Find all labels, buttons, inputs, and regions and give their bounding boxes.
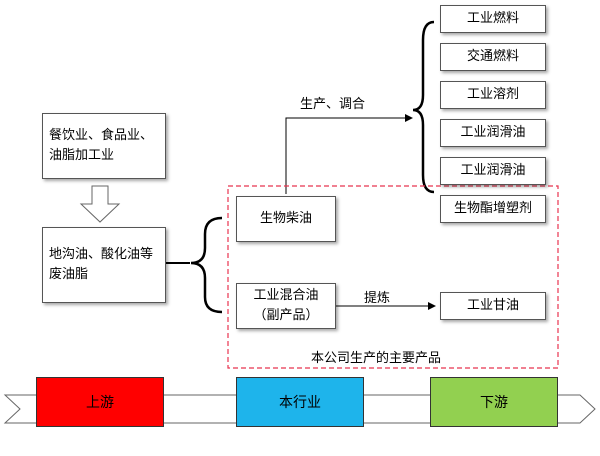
stage-this-industry-label: 本行业 (279, 395, 321, 411)
main-products-region (227, 185, 559, 369)
main-products-caption: 本公司生产的主要产品 (311, 351, 442, 366)
output-industrial-solvent-box: 工业溶剂 (440, 81, 546, 109)
waste-oil-label: 地沟油、酸化油等废油脂 (49, 247, 154, 282)
mixed-oil-box: 工业混合油 （副产品） (236, 283, 336, 329)
output-glycerin-label: 工业甘油 (466, 298, 519, 313)
output-plasticizer-box: 生物酯增塑剂 (440, 195, 546, 223)
output-lubricant-box: 工业润滑油 (440, 119, 546, 147)
mixed-oil-byproduct-label: （副产品） (253, 308, 319, 323)
output-industrial-fuel-box: 工业燃料 (440, 5, 546, 33)
output-lubricant-label: 工业润滑油 (460, 125, 526, 140)
outputs-brace (412, 20, 435, 194)
down-arrow-icon (79, 185, 121, 223)
stage-downstream: 下游 (430, 377, 558, 427)
output-transport-fuel-label: 交通燃料 (466, 49, 519, 64)
refine-label: 提炼 (364, 291, 391, 306)
biodiesel-label: 生物柴油 (259, 211, 312, 226)
products-brace (190, 216, 223, 314)
mixed-oil-label: 工业混合油 (253, 288, 319, 303)
output-lubricant-2-box: 工业润滑油 (440, 157, 546, 185)
output-transport-fuel-box: 交通燃料 (440, 43, 546, 71)
stage-upstream: 上游 (36, 377, 164, 427)
output-glycerin-box: 工业甘油 (440, 292, 546, 320)
produce-blend-arrow (285, 114, 413, 194)
output-lubricant-2-label: 工业润滑油 (460, 163, 526, 178)
output-plasticizer-label: 生物酯增塑剂 (453, 201, 532, 216)
waste-oil-box: 地沟油、酸化油等废油脂 (42, 227, 166, 303)
catering-industry-box: 餐饮业、食品业、油脂加工业 (42, 113, 166, 179)
stage-upstream-label: 上游 (86, 395, 114, 411)
stage-downstream-label: 下游 (480, 395, 508, 411)
catering-industry-label: 餐饮业、食品业、油脂加工业 (49, 128, 154, 163)
output-industrial-fuel-label: 工业燃料 (466, 11, 519, 26)
biodiesel-box: 生物柴油 (236, 196, 336, 242)
produce-blend-label: 生产、调合 (300, 97, 366, 112)
stage-this-industry: 本行业 (236, 377, 364, 427)
output-industrial-solvent-label: 工业溶剂 (466, 87, 519, 102)
